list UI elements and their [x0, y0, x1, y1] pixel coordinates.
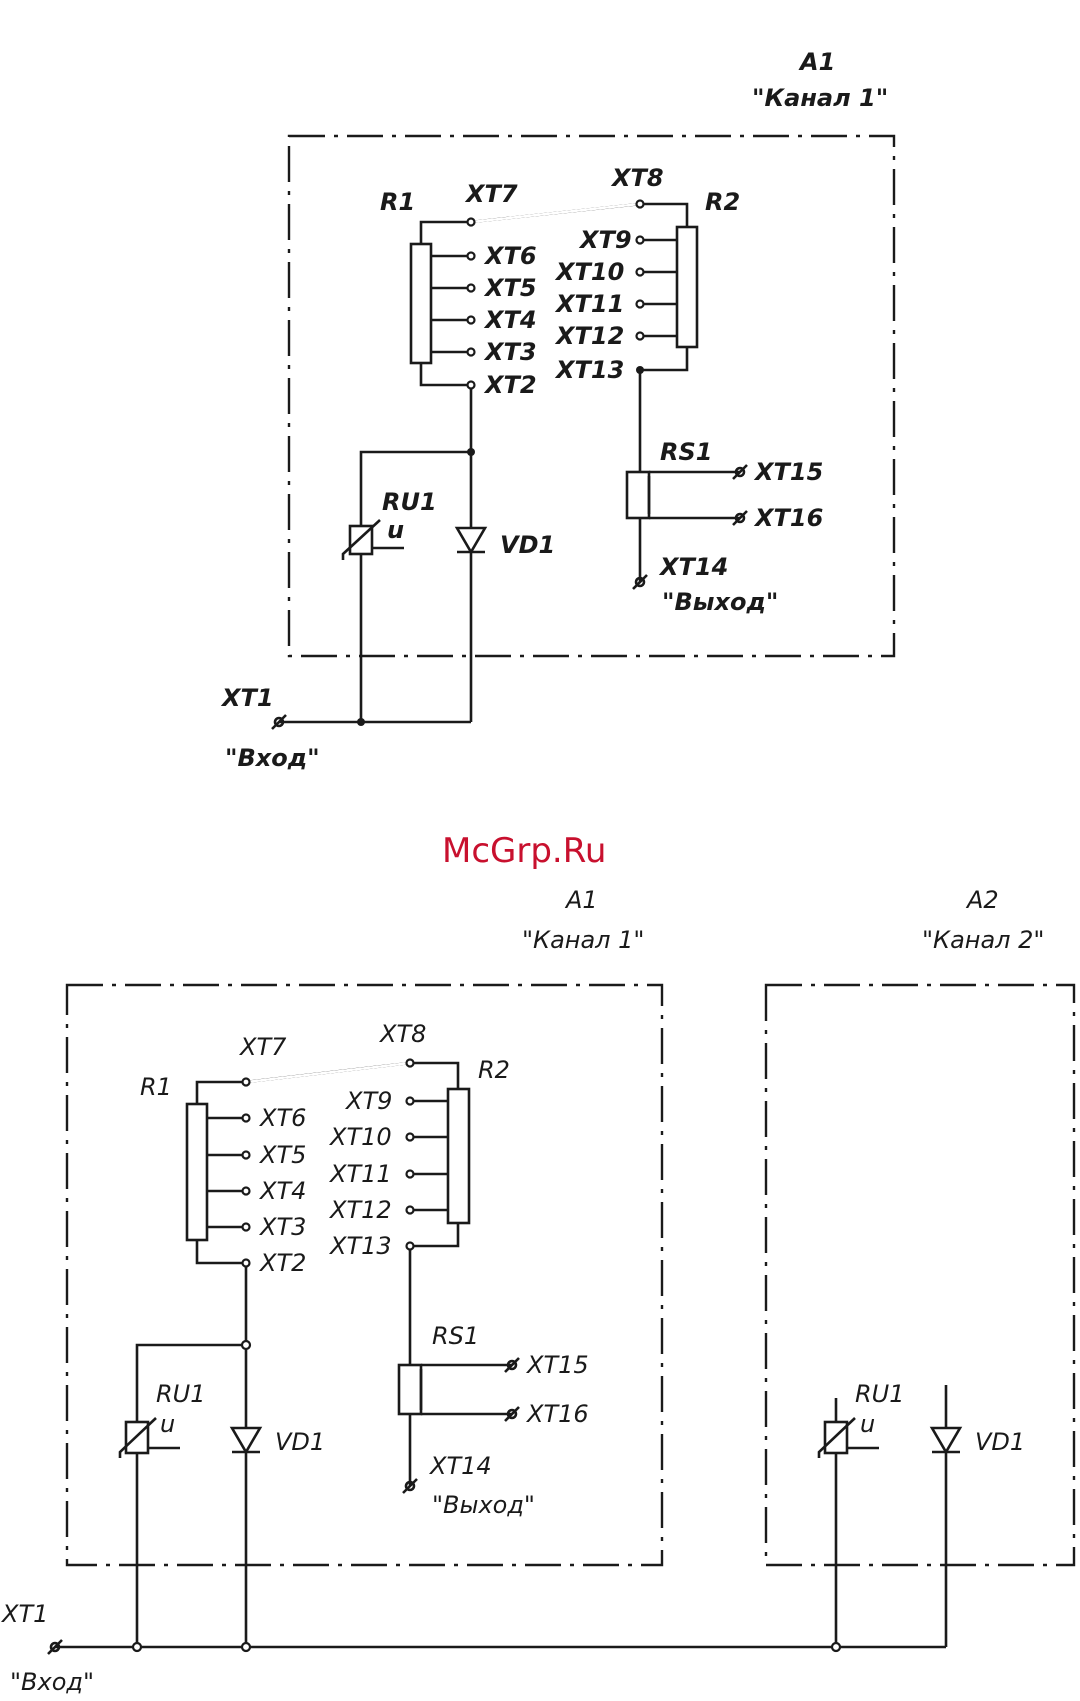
label-rs1: RS1 [660, 438, 712, 466]
label-xt16: XT16 [753, 504, 823, 532]
label-xt2-bottom: XT2 [258, 1249, 306, 1277]
label-xt5: XT5 [483, 274, 537, 302]
label-ru1: RU1 [382, 488, 437, 516]
label-r1: R1 [380, 188, 415, 216]
label-input-bottom: "Вход" [10, 1668, 94, 1696]
label-xt11: XT11 [554, 290, 624, 318]
label-u: u [387, 516, 404, 544]
label-output: "Выход" [662, 588, 778, 616]
label-xt3-bottom: XT3 [258, 1213, 306, 1241]
bottom-schematic: A1 "Канал 1" A2 "Канал 2" R1 R2 XT7 XT8 … [0, 886, 1074, 1696]
label-xt12: XT12 [554, 322, 624, 350]
top-schematic: A1 "Канал 1" R1 R2 XT7 XT8 XT6 XT5 XT4 X… [220, 48, 894, 772]
label-xt14-bottom: XT14 [428, 1452, 492, 1480]
resistor-r1 [411, 244, 431, 363]
block-a2-frame [766, 985, 1074, 1565]
label-xt13: XT13 [554, 356, 624, 384]
label-xt6: XT6 [483, 242, 537, 270]
shunt-rs1-bottom [399, 1365, 421, 1414]
label-xt4-bottom: XT4 [258, 1177, 306, 1205]
diode-vd1-a2 [932, 1428, 960, 1452]
label-xt15-bottom: XT15 [525, 1351, 589, 1379]
diode-vd1 [457, 528, 485, 552]
resistor-r2 [677, 227, 697, 347]
label-xt10-bottom: XT10 [328, 1123, 392, 1151]
label-vd1-a2: VD1 [975, 1428, 1025, 1456]
label-xt6-bottom: XT6 [258, 1104, 306, 1132]
block-a2-id: A2 [965, 886, 999, 914]
label-vd1: VD1 [500, 531, 555, 559]
block-a1-name: "Канал 1" [752, 84, 888, 112]
resistor-r2-bottom [448, 1089, 469, 1223]
label-xt16-bottom: XT16 [525, 1400, 589, 1428]
label-xt1-bottom: XT1 [0, 1600, 48, 1628]
block-a2-name: "Канал 2" [922, 926, 1044, 954]
label-xt1: XT1 [220, 684, 274, 712]
label-xt15: XT15 [753, 458, 823, 486]
shunt-rs1 [627, 472, 649, 518]
label-xt7: XT7 [464, 180, 518, 208]
label-u-a2: u [860, 1410, 875, 1438]
block-a1-id-bottom: A1 [564, 886, 598, 914]
label-xt9: XT9 [578, 226, 632, 254]
label-r2: R2 [705, 188, 740, 216]
label-xt13-bottom: XT13 [328, 1232, 392, 1260]
block-a1-name-bottom: "Канал 1" [522, 926, 644, 954]
label-xt8-bottom: XT8 [378, 1020, 426, 1048]
label-r1-bottom: R1 [140, 1073, 172, 1101]
label-xt2: XT2 [483, 371, 537, 399]
watermark: McGrp.Ru [442, 831, 606, 871]
label-u-bottom: u [160, 1410, 175, 1438]
label-ru1-a2: RU1 [855, 1380, 905, 1408]
label-xt7-bottom: XT7 [238, 1033, 287, 1061]
label-xt4: XT4 [483, 306, 537, 334]
label-xt5-bottom: XT5 [258, 1141, 306, 1169]
label-rs1-bottom: RS1 [432, 1322, 479, 1350]
label-xt10: XT10 [554, 258, 624, 286]
label-xt8: XT8 [610, 164, 664, 192]
label-xt12-bottom: XT12 [328, 1196, 392, 1224]
resistor-r1-bottom [187, 1104, 207, 1240]
diode-vd1-bottom [232, 1428, 260, 1452]
label-xt11-bottom: XT11 [328, 1160, 392, 1188]
label-xt3: XT3 [483, 338, 537, 366]
block-a1-id: A1 [798, 48, 835, 76]
label-input: "Вход" [225, 744, 320, 772]
label-output-bottom: "Выход" [432, 1491, 535, 1519]
label-xt9-bottom: XT9 [344, 1087, 392, 1115]
block-a1-frame-bottom [67, 985, 662, 1565]
label-r2-bottom: R2 [478, 1056, 510, 1084]
label-ru1-bottom: RU1 [156, 1380, 206, 1408]
label-xt14: XT14 [658, 553, 728, 581]
label-vd1-bottom: VD1 [275, 1428, 325, 1456]
